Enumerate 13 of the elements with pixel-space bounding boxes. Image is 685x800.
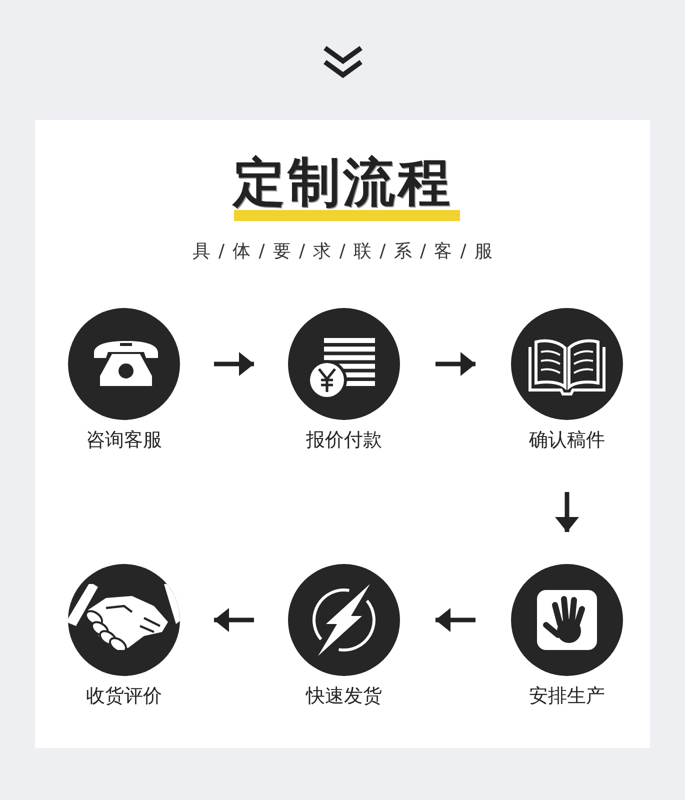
arrow [555, 492, 579, 532]
step-label: 安排生产 [529, 684, 605, 708]
arrow [214, 352, 254, 376]
step-label: 快速发货 [306, 684, 382, 708]
step-label: 报价付款 [306, 428, 382, 452]
step-label: 咨询客服 [86, 428, 162, 452]
subtitle: 具 / 体 / 要 / 求 / 联 / 系 / 客 / 服 [192, 240, 494, 264]
arrow [436, 352, 476, 376]
step-label: 确认稿件 [529, 428, 605, 452]
arrow [436, 608, 476, 632]
arrow [214, 608, 254, 632]
step-label: 收货评价 [86, 684, 162, 708]
title: 定制流程 [233, 157, 453, 209]
